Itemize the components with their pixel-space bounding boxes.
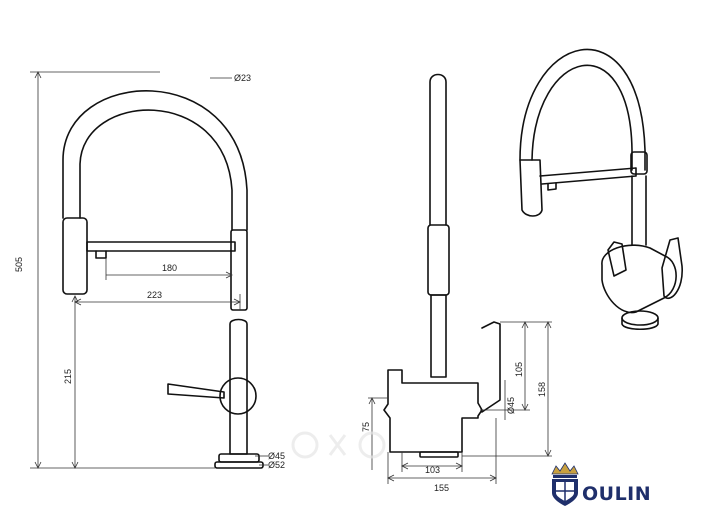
side-column: [430, 294, 447, 378]
front-spout-arm: [86, 241, 236, 252]
front-view: [62, 90, 264, 469]
dim-side-inner-width: 103: [425, 465, 440, 475]
front-handle-knob: [219, 377, 257, 415]
perspective-nozzle: [547, 182, 557, 191]
perspective-lever-right: [661, 237, 683, 299]
front-upper-column: [230, 229, 248, 311]
dim-side-upper-height: 105: [514, 362, 524, 377]
perspective-view: [519, 48, 683, 331]
perspective-base-side: [621, 317, 659, 331]
side-spray-head: [427, 224, 450, 296]
front-lower-body: [229, 318, 248, 455]
dim-total-height: 505: [14, 257, 24, 272]
front-base-foot: [214, 461, 264, 469]
dim-side-total-height: 158: [537, 382, 547, 397]
dim-spout-reach-inner: 180: [162, 263, 177, 273]
side-hose: [429, 73, 447, 226]
side-dimension-lines: [368, 321, 552, 484]
brand-name: OULIN: [582, 483, 651, 505]
side-body: [383, 369, 483, 453]
perspective-spray-head: [519, 159, 543, 217]
front-handle: [167, 383, 225, 399]
perspective-lever-left: [607, 241, 627, 277]
front-base: [218, 453, 260, 463]
dim-lower-height: 215: [63, 369, 73, 384]
perspective-base: [621, 310, 659, 326]
side-base: [419, 451, 459, 458]
dim-side-lever-height: 75: [361, 422, 371, 432]
dim-hose-diameter: Ø23: [234, 73, 251, 83]
dim-base-diameter-inner: Ø45: [268, 451, 285, 461]
brand-logo: OULIN: [551, 462, 651, 506]
perspective-spout-arm: [539, 167, 637, 185]
perspective-hose-inner: [531, 64, 633, 171]
dim-side-total-width: 155: [434, 483, 449, 493]
front-nozzle: [95, 250, 107, 259]
perspective-column: [630, 151, 648, 175]
dim-side-body-diameter: Ø45: [506, 397, 516, 414]
watermark-logo: [291, 431, 386, 459]
perspective-hose-outer: [519, 48, 646, 171]
front-spray-head: [62, 217, 88, 295]
crown-shield-icon: [551, 462, 579, 506]
perspective-body: [601, 244, 677, 314]
front-hose-inner: [79, 109, 233, 231]
dim-spout-reach-outer: 223: [147, 290, 162, 300]
side-lever-right: [481, 321, 501, 413]
dim-base-diameter-outer: Ø52: [268, 460, 285, 470]
side-view: [383, 73, 501, 458]
front-hose-outer: [62, 90, 248, 231]
perspective-column-lower: [631, 175, 647, 246]
front-dimension-lines: [30, 71, 268, 469]
